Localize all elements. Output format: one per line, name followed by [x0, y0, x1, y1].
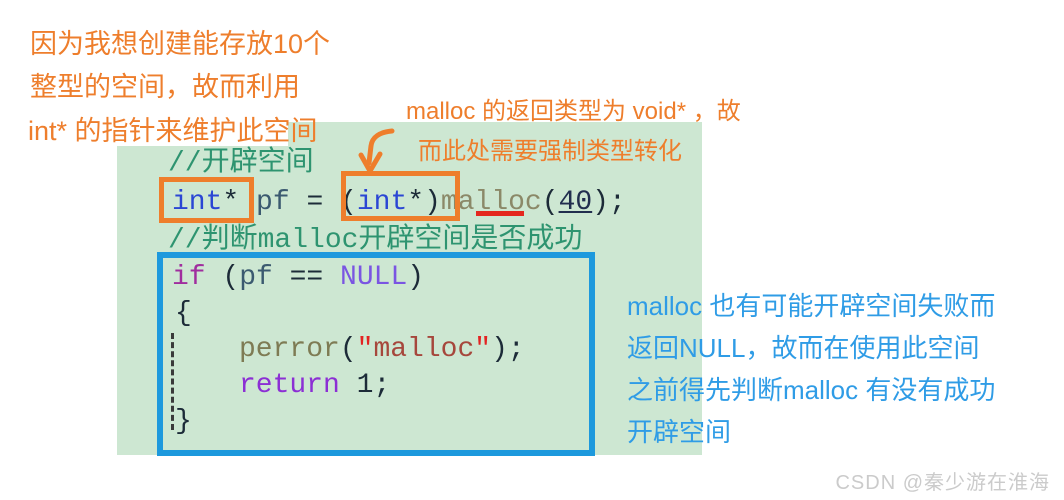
token-if-keyword: if: [172, 262, 206, 293]
code-panel-background: [117, 146, 702, 455]
note-null-check-line2: 返回NULL，故而在使用此空间: [627, 333, 980, 363]
token-semicolon: ;: [608, 187, 626, 218]
note-top-left-line1: 因为我想创建能存放10个: [30, 29, 331, 59]
token-perror-fn: perror: [239, 334, 340, 365]
highlight-box-cast: [341, 171, 460, 221]
token-quote-close: ": [474, 334, 492, 365]
note-null-check-line3: 之前得先判断malloc 有没有成功: [627, 375, 996, 405]
token-if-rparen: ): [407, 262, 425, 293]
note-null-check-line4: 开辟空间: [627, 417, 732, 447]
code-panel-background-extension: [288, 122, 702, 148]
token-star: *: [222, 187, 240, 218]
token-perror-lparen: (: [339, 334, 357, 365]
indent-guide-dashed-line: [171, 333, 174, 430]
token-return-value: 1: [339, 370, 374, 401]
token-assign: =: [306, 187, 341, 218]
token-rparen: ): [424, 187, 441, 218]
token-perror-end: );: [491, 334, 525, 365]
code-line-if: if (pf == NULL): [172, 262, 424, 294]
code-comment-open-space: //开辟空间: [168, 148, 314, 179]
null-check-outline-box: [157, 252, 595, 456]
size-40-red-underline: [476, 211, 524, 216]
token-call-lparen: (: [541, 187, 559, 218]
token-return-semicolon: ;: [373, 370, 391, 401]
token-size-40: 40: [558, 187, 593, 218]
code-line-perror: perror("malloc");: [239, 334, 525, 366]
token-pf-var: pf: [239, 187, 307, 218]
note-null-check-line1: malloc 也有可能开辟空间失败而: [627, 291, 996, 321]
token-int-type: int: [172, 187, 223, 218]
code-brace-close: }: [175, 406, 192, 437]
note-top-left-line2: 整型的空间，故而利用: [30, 72, 300, 102]
note-malloc-cast-line1: malloc 的返回类型为 void* ，故: [406, 98, 741, 125]
token-if-pf: pf: [239, 262, 273, 293]
token-star-cast: *: [407, 187, 425, 218]
token-eq-op: ==: [272, 262, 341, 293]
token-quote-open: ": [356, 334, 374, 365]
note-top-left-line3: int* 的指针来维护此空间: [28, 116, 318, 146]
note-malloc-cast-line2: 而此处需要强制类型转化: [418, 138, 682, 165]
token-if-lparen: (: [205, 262, 240, 293]
highlight-box-int-pointer: [159, 177, 254, 223]
token-null-keyword: NULL: [340, 262, 408, 293]
token-call-rparen: ): [592, 187, 609, 218]
code-line-return: return 1;: [239, 370, 390, 402]
token-int-cast: int: [356, 187, 408, 218]
code-brace-open: {: [175, 298, 192, 329]
token-return-keyword: return: [239, 370, 340, 401]
csdn-watermark: CSDN @秦少游在淮海: [835, 472, 1050, 494]
code-comment-check: //判断malloc开辟空间是否成功: [168, 225, 583, 256]
token-malloc-string: malloc: [373, 334, 475, 365]
